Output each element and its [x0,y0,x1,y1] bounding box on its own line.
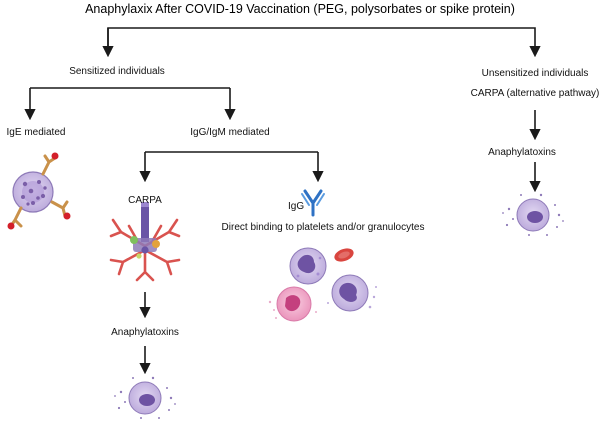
mast-cell-ige-icon [7,152,71,230]
label-direct-binding: Direct binding to platelets and/or granu… [221,222,425,233]
igg-antibody-icon [301,189,325,217]
diagram-title: Anaphylaxix After COVID-19 Vaccination (… [85,2,515,16]
arrow-title-to-sensitized [107,27,300,54]
label-carpa: CARPA [128,195,162,206]
granulocyte-cluster [268,247,377,322]
granulocyte-icon-2 [327,274,377,312]
label-ige: IgE mediated [6,127,66,138]
degranulating-cell-icon [114,376,176,419]
label-anaphylatoxins-left: Anaphylatoxins [111,327,179,338]
degranulating-cell-icon-right [502,193,564,236]
platelet-icon [334,248,354,262]
label-unsensitized: Unsensitized individuals [481,68,589,79]
label-igg: IgG [288,201,305,212]
neutrophil-icon [268,286,317,322]
granulocyte-icon [289,247,327,285]
label-sensitized: Sensitized individuals [69,66,165,77]
label-carpa-alt: CARPA (alternative pathway) [470,88,600,99]
label-igg-igm: IgG/IgM mediated [190,127,270,138]
carpa-complex-icon [109,202,181,282]
label-anaphylatoxins-right: Anaphylatoxins [488,147,556,158]
connectors [24,27,541,375]
arrow-title-to-unsensitized [300,27,541,58]
